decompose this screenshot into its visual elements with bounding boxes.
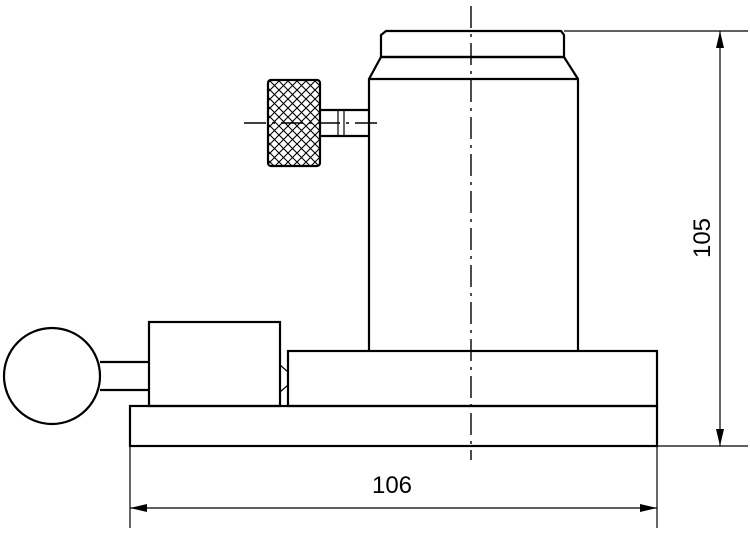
lever-ball <box>2 326 102 426</box>
width-arrow-right <box>640 504 657 512</box>
left-block <box>147 320 282 408</box>
platform-step-detail <box>279 364 289 393</box>
height-dimension-label: 105 <box>689 218 716 258</box>
height-arrow-bottom <box>716 429 724 446</box>
middle-platform <box>286 349 659 408</box>
width-dimension-label: 106 <box>372 472 412 499</box>
width-arrow-left <box>130 504 147 512</box>
base-plate <box>128 404 659 448</box>
cylinder-body <box>367 55 580 351</box>
cylinder-top-cap <box>379 29 566 59</box>
height-arrow-top <box>716 31 724 48</box>
lever-rod <box>100 360 149 392</box>
